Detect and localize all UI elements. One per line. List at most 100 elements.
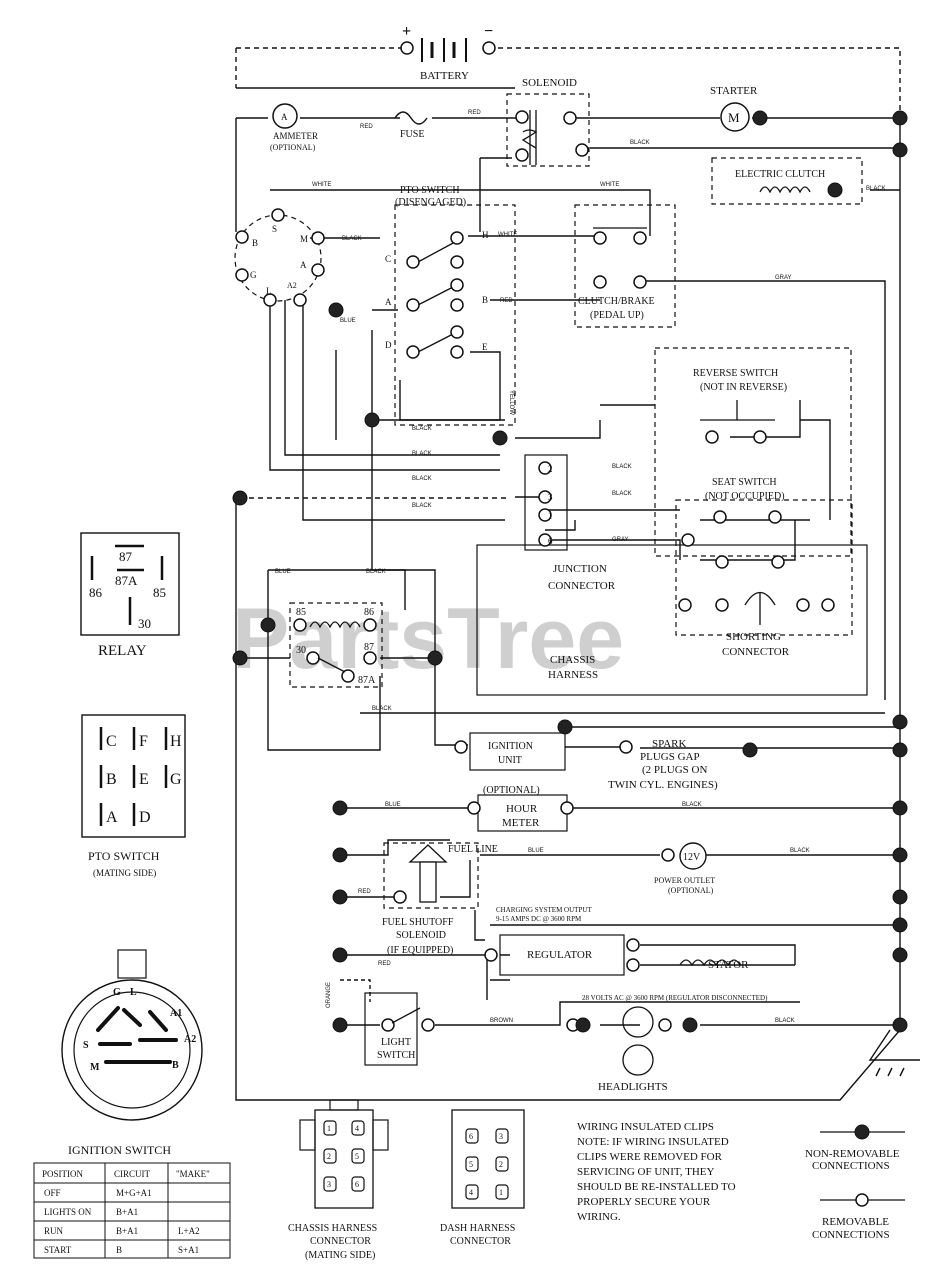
ign-table-cell: B+A1 — [116, 1226, 138, 1236]
rs-86: 86 — [364, 607, 374, 618]
ptom-f: F — [139, 733, 148, 750]
ammeter-symbol — [272, 103, 298, 129]
ign-term-s: S — [272, 224, 277, 234]
connector-pin-label: 3 — [499, 1132, 503, 1141]
reverse-switch-label: REVERSE SWITCH — [693, 368, 778, 379]
connector-pin — [351, 1176, 365, 1192]
pto-h: H — [482, 230, 489, 240]
ign-table-cell: B — [116, 1245, 122, 1255]
black-wire-a: BLACK — [412, 426, 432, 432]
black-wire-head: BLACK — [775, 1018, 795, 1024]
power-l1: POWER OUTLET — [654, 876, 715, 885]
ign-switch-title: IGNITION SWITCH — [68, 1143, 171, 1157]
ignsw-a2: A2 — [184, 1034, 196, 1045]
pto-a: A — [385, 297, 392, 307]
junction-3: 3 — [548, 492, 553, 502]
connector-pin — [323, 1176, 337, 1192]
blue-wire-relay: BLUE — [275, 569, 291, 575]
chassis-conn-l2: CONNECTOR — [310, 1236, 371, 1247]
chassis-label: CHASSIS — [550, 654, 595, 666]
nonremovable-dot — [892, 917, 908, 933]
seat-switch-sub: (NOT OCCUPIED) — [705, 491, 785, 502]
starter-m: M — [728, 110, 740, 125]
battery-plus: + — [402, 23, 411, 40]
ign-table-cell: M+G+A1 — [116, 1188, 152, 1198]
nonremovable-dot — [232, 650, 248, 666]
relay-coil — [309, 621, 361, 629]
ammeter-label: AMMETER — [273, 131, 318, 141]
component-boxes — [289, 93, 863, 909]
relay-30: 30 — [138, 616, 151, 631]
clutch-coil — [759, 186, 811, 194]
fuel-arrow — [408, 844, 448, 863]
shorting-label2: CONNECTOR — [722, 646, 790, 658]
nonremovable-connections — [232, 110, 908, 1033]
gray-wire: GRAY — [775, 275, 792, 281]
ign-term-a: A — [300, 260, 307, 270]
relay-87: 87 — [119, 549, 133, 564]
fuel-sol1: FUEL SHUTOFF — [382, 917, 454, 928]
legend-nonremovable-icon — [854, 1124, 870, 1140]
seat-switch-label: SEAT SWITCH — [712, 477, 777, 488]
connector-pin-label: 2 — [499, 1160, 503, 1169]
pto-b: B — [482, 295, 488, 305]
ign-term-m: M — [300, 234, 308, 244]
connector-pin — [495, 1184, 509, 1200]
nonremovable-dot — [332, 847, 348, 863]
ign-term-a2: A2 — [287, 281, 297, 290]
power-blue: BLUE — [528, 848, 544, 854]
hour-blue: BLUE — [385, 802, 401, 808]
ignsw-s: S — [83, 1040, 89, 1051]
note-l1: WIRING INSULATED CLIPS — [577, 1121, 714, 1133]
pto-mating-pins — [99, 727, 168, 826]
battery-label: BATTERY — [420, 70, 469, 82]
note-l5: SHOULD BE RE-INSTALLED TO — [577, 1181, 736, 1193]
relay-label: RELAY — [98, 643, 147, 659]
ignition-unit: IGNITION — [488, 741, 533, 752]
fuel-sol3: (IF EQUIPPED) — [387, 945, 453, 956]
fuel-solenoid-body — [419, 861, 437, 903]
connector-pin — [465, 1128, 479, 1144]
electric-clutch-label: ELECTRIC CLUTCH — [735, 169, 825, 180]
junction-1: 1 — [548, 511, 553, 521]
charging-l2: 9-15 AMPS DC @ 3600 RPM — [496, 915, 582, 923]
connector-pin-label: 4 — [355, 1124, 359, 1133]
connector-pin-label: 1 — [327, 1124, 331, 1133]
white-wire-1: WHITE — [312, 182, 331, 188]
dash-conn-l2: CONNECTOR — [450, 1236, 511, 1247]
nonremovable-dot — [364, 412, 380, 428]
note-l6: PROPERLY SECURE YOUR — [577, 1196, 711, 1208]
pto-contacts — [417, 241, 456, 353]
nonremovable-dot — [575, 1017, 591, 1033]
connector-pin-label: 6 — [469, 1132, 473, 1141]
connector-pin — [495, 1156, 509, 1172]
nonremovable-dot — [557, 719, 573, 735]
hour-l1: HOUR — [506, 803, 538, 815]
legend-nr2: CONNECTIONS — [812, 1160, 890, 1172]
relay-86: 86 — [89, 585, 103, 600]
watermark: PartsTree — [232, 591, 624, 687]
clutch-brake-sub: (PEDAL UP) — [590, 310, 644, 321]
stator-label: STATOR — [708, 959, 749, 971]
ptom-c: C — [106, 733, 117, 750]
pto-mating-label: PTO SWITCH — [88, 849, 160, 863]
nonremovable-dot — [892, 800, 908, 816]
connector-pin-label: 4 — [469, 1188, 473, 1197]
ignsw-m: M — [90, 1062, 100, 1073]
ign-table-cell: OFF — [44, 1188, 61, 1198]
relay-pins — [90, 544, 164, 625]
ign-switch-tab — [117, 949, 147, 979]
ign-table-cell: START — [44, 1245, 72, 1255]
ign-table-header: POSITION — [42, 1169, 84, 1179]
connector-pin — [465, 1156, 479, 1172]
ign-table-header: "MAKE" — [176, 1169, 210, 1179]
connector-pin-label: 2 — [327, 1152, 331, 1161]
ign-switch-blades — [96, 1006, 178, 1064]
connector-pin-label: 5 — [469, 1160, 473, 1169]
nonremovable-dot — [892, 714, 908, 730]
nonremovable-dot — [892, 742, 908, 758]
solenoid-label: SOLENOID — [522, 77, 577, 89]
power-v: 12V — [683, 852, 701, 863]
